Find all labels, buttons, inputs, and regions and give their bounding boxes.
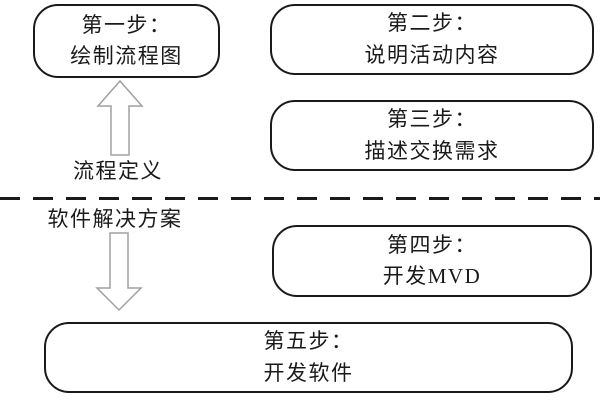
step1-description: 绘制流程图 [70, 44, 183, 68]
step1-box: 第一步： 绘制流程图 [33, 4, 220, 78]
step5-text: 第五步： 开发软件 [264, 326, 354, 389]
zone-divider-dashed-line [0, 197, 600, 200]
step1-title: 第一步： [81, 12, 172, 37]
step2-text: 第二步： 说明活动内容 [365, 8, 500, 71]
step4-description: 开发MVD [382, 264, 482, 288]
step3-title: 第三步： [387, 107, 477, 131]
step1-text: 第一步： 绘制流程图 [70, 10, 183, 73]
down-arrow-icon [95, 232, 143, 312]
upper-zone-label: 流程定义 [73, 159, 163, 183]
step5-title: 第五步： [263, 329, 354, 353]
step4-title: 第四步： [386, 232, 477, 257]
step2-box: 第二步： 说明活动内容 [270, 4, 594, 75]
lower-zone-label: 软件解决方案 [47, 207, 183, 231]
step5-box: 第五步： 开发软件 [44, 322, 573, 393]
step3-box: 第三步： 描述交换需求 [270, 100, 594, 171]
up-arrow-icon [96, 79, 144, 156]
step3-text: 第三步： 描述交换需求 [365, 104, 500, 167]
step2-description: 说明活动内容 [364, 42, 500, 67]
step4-text: 第四步： 开发MVD [383, 230, 482, 293]
step5-description: 开发软件 [263, 360, 354, 385]
step3-description: 描述交换需求 [364, 138, 500, 163]
step2-title: 第二步： [387, 11, 477, 35]
step4-box: 第四步： 开发MVD [272, 225, 592, 297]
